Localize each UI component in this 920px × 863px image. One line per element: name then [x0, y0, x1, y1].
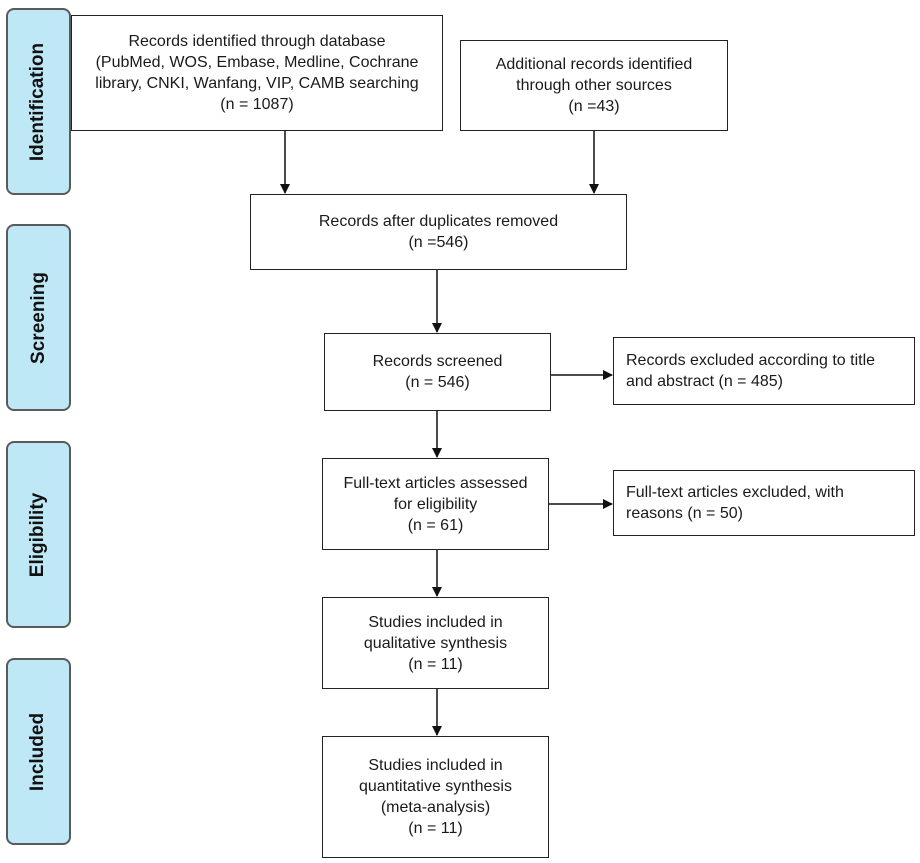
box-screened-line-2: (n = 546) [405, 374, 470, 391]
box-fulltext-line-1: Full-text articles assessed [343, 474, 528, 492]
box-other-line-3: (n =43) [568, 98, 620, 115]
box-database-line-2: (PubMed, WOS, Embase, Medline, Cochrane [95, 54, 419, 71]
phase-included: Included [6, 658, 71, 845]
box-screened-line-1: Records screened [372, 353, 503, 370]
box-quantitative-line-1: Studies included in [368, 757, 503, 774]
phase-eligibility: Eligibility [6, 441, 71, 628]
box-quantitative-line-3: (meta-analysis) [380, 799, 491, 816]
box-quantitative-line-2: quantitative synthesis [359, 778, 512, 795]
box-duplicates-removed: Records after duplicates removed (n =546… [250, 194, 627, 270]
box-excluded-title-line-2: and abstract (n = 485) [626, 373, 783, 390]
box-other-line-2: through other sources [516, 77, 672, 94]
box-fulltext-excluded-line-1: Full-text articles excluded, with [626, 484, 844, 501]
box-fulltext-excluded-line-2: reasons (n = 50) [626, 505, 743, 522]
box-other-sources: Additional records identified through ot… [460, 40, 728, 131]
box-full-text-assessed: Full-text articles assessed for eligibil… [322, 458, 549, 550]
box-records-screened: Records screened (n = 546) [324, 333, 551, 411]
box-qualitative-line-2: qualitative synthesis [363, 634, 508, 652]
box-qualitative-line-1: Studies included in [368, 613, 503, 631]
box-fulltext-line-3: (n = 61) [407, 516, 464, 534]
box-database-line-1: Records identified through database [128, 33, 386, 50]
box-qualitative-line-3: (n = 11) [408, 655, 463, 673]
box-full-text-excluded: Full-text articles excluded, with reason… [613, 470, 915, 536]
box-other-line-1: Additional records identified [495, 56, 693, 73]
box-qualitative-synthesis: Studies included in qualitative synthesi… [322, 597, 549, 689]
phase-screening: Screening [6, 224, 71, 411]
box-database-line-4: (n = 1087) [220, 96, 294, 113]
box-quantitative-synthesis: Studies included in quantitative synthes… [322, 736, 549, 858]
box-excluded-title-line-1: Records excluded according to title [626, 352, 876, 369]
phase-identification: Identification [6, 8, 71, 195]
box-duplicates-line-2: (n =546) [408, 234, 469, 251]
box-fulltext-line-2: for eligibility [393, 495, 478, 513]
box-excluded-title-abstract: Records excluded according to title and … [613, 337, 915, 405]
box-database-records: Records identified through database (Pub… [71, 15, 443, 131]
box-database-line-3: library, CNKI, Wanfang, VIP, CAMB search… [95, 75, 419, 92]
box-quantitative-line-4: (n = 11) [408, 820, 463, 837]
box-duplicates-line-1: Records after duplicates removed [318, 213, 559, 230]
